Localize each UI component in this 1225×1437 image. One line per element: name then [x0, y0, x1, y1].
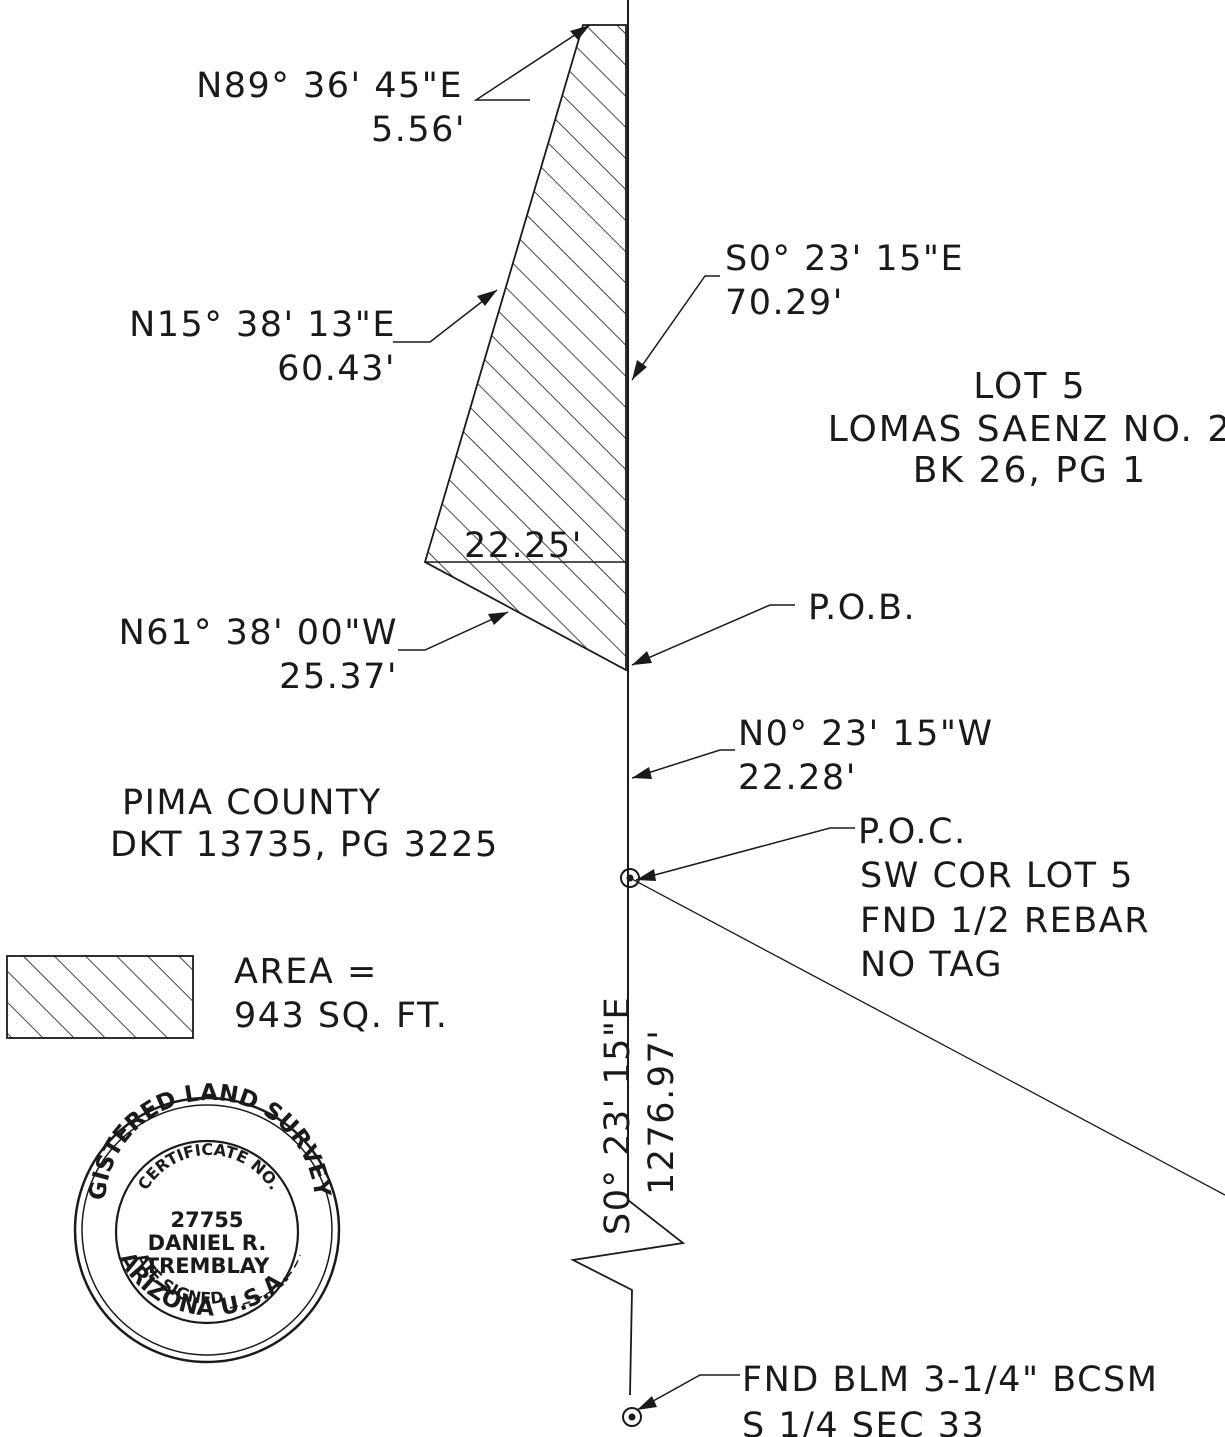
leader-top-arrow	[473, 24, 591, 101]
poc-corner-label: SW COR LOT 5	[860, 856, 1134, 896]
pob-label: P.O.B.	[808, 588, 916, 628]
legend-area-label: AREA =	[234, 952, 378, 992]
legend-hatch-swatch	[6, 955, 194, 1039]
monument-section-label: S 1/4 SEC 33	[742, 1406, 985, 1437]
lot-number-label: LOT 5	[973, 366, 1086, 407]
width-dimension-label: 22.25'	[464, 526, 583, 566]
seal-date-text: DATE SIGNED	[0, 0, 225, 1308]
blm-monument-icon	[622, 1407, 642, 1427]
leader-pob-arrow	[631, 604, 795, 666]
seal-certificate-text: CERTIFICATE NO.	[134, 1140, 284, 1193]
west-bearing-label: N15° 38' 13"E	[129, 305, 396, 345]
south-distance-label: 25.37'	[279, 657, 398, 697]
seal-name-last: TREMBLAY	[145, 1254, 270, 1278]
seal-certificate-number: 27755	[170, 1208, 243, 1232]
south-bearing-label: N61° 38' 00"W	[119, 613, 398, 653]
top-bearing-label: N89° 36' 45"E	[196, 66, 463, 106]
east-bearing-label: S0° 23' 15"E	[725, 239, 964, 279]
monument-label: FND BLM 3-1/4" BCSM	[742, 1360, 1158, 1400]
poc-title-label: P.O.C.	[858, 812, 967, 852]
subdivision-name-label: LOMAS SAENZ NO. 2	[828, 409, 1225, 450]
leader-west-arrow	[393, 289, 498, 343]
leader-east-arrow	[631, 275, 720, 381]
long-bearing-label: S0° 23' 15"E	[598, 996, 638, 1235]
county-name-label: PIMA COUNTY	[122, 783, 382, 823]
leader-blm-arrow	[636, 1374, 740, 1411]
leader-tie-arrow	[631, 749, 735, 779]
docket-label: DKT 13735, PG 3225	[110, 825, 499, 865]
legend-area-value: 943 SQ. FT.	[234, 996, 448, 1036]
poc-rebar-label: FND 1/2 REBAR	[860, 901, 1150, 941]
top-distance-label: 5.56'	[371, 110, 466, 150]
poc-tag-label: NO TAG	[860, 945, 1003, 985]
long-distance-label: 1276.97'	[642, 1029, 682, 1195]
book-page-label: BK 26, PG 1	[913, 450, 1147, 491]
leader-poc-arrow	[635, 827, 855, 881]
east-distance-label: 70.29'	[725, 283, 844, 323]
lot-line-diagonal	[629, 877, 1225, 1196]
seal-name-first: DANIEL R.	[148, 1231, 267, 1255]
hatched-parcel	[423, 24, 627, 672]
west-distance-label: 60.43'	[277, 349, 396, 389]
tie-bearing-label: N0° 23' 15"W	[738, 714, 994, 754]
leader-south-arrow	[398, 611, 509, 651]
tie-distance-label: 22.28'	[738, 758, 857, 798]
poc-monument-icon	[620, 868, 640, 888]
break-line-symbol	[570, 1199, 686, 1396]
